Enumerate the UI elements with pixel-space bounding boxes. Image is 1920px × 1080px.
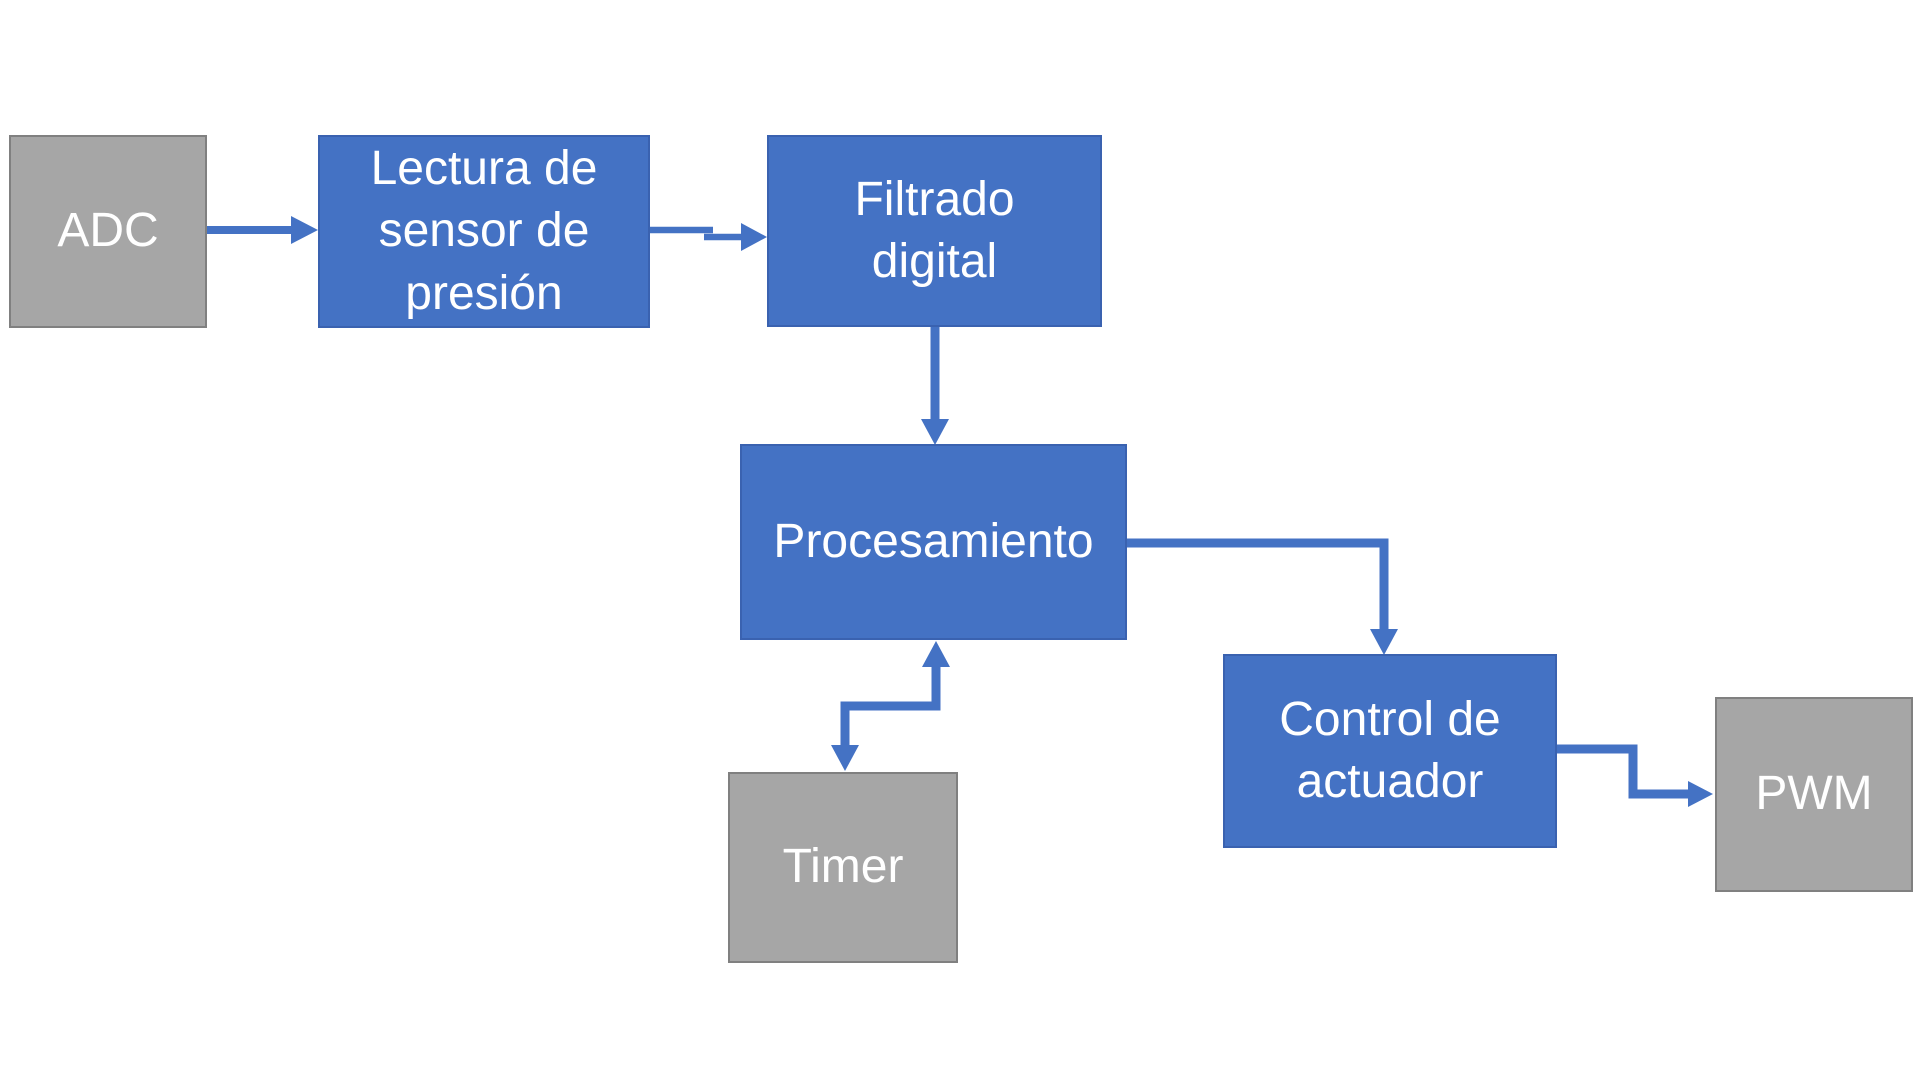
node-adc: ADC <box>9 135 207 328</box>
node-timer-label: Timer <box>782 840 904 894</box>
arrow-procesamiento-to-control <box>1127 538 1398 655</box>
node-filtrado-label: Filtrado digital <box>854 172 1015 288</box>
node-control-label: Control de actuador <box>1279 692 1501 808</box>
arrow-lectura-to-filtrado <box>648 223 767 251</box>
node-lectura-sensor-presion: Lectura de sensor de presión <box>318 135 650 328</box>
node-procesamiento: Procesamiento <box>740 444 1127 640</box>
node-pwm-label: PWM <box>1755 767 1873 821</box>
node-timer: Timer <box>728 772 958 963</box>
arrow-filtrado-to-procesamiento <box>921 327 949 445</box>
arrow-procesamiento-timer <box>831 641 950 771</box>
node-procesamiento-label: Procesamiento <box>773 514 1094 568</box>
arrow-control-to-pwm <box>1557 744 1713 807</box>
arrow-adc-to-lectura <box>207 216 318 244</box>
node-pwm: PWM <box>1715 697 1913 892</box>
node-adc-label: ADC <box>57 204 159 258</box>
node-lectura-label: Lectura de sensor de presión <box>370 141 598 320</box>
node-filtrado-digital: Filtrado digital <box>767 135 1102 327</box>
node-control-actuador: Control de actuador <box>1223 654 1557 848</box>
